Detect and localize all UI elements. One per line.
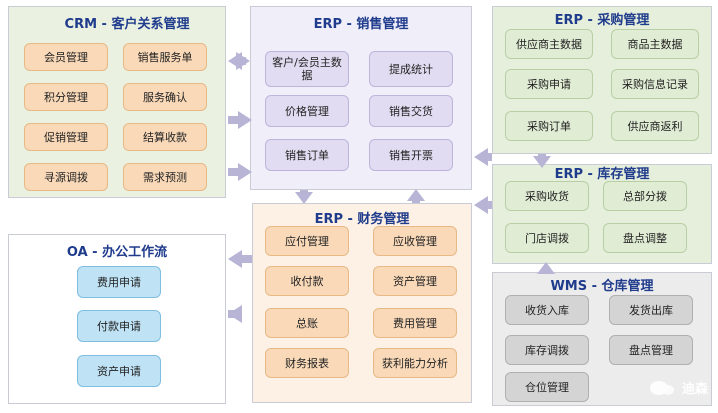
finance-item-profitability[interactable]: 获利能力分析 [373,348,457,378]
wms-item-bin[interactable]: 仓位管理 [505,372,589,402]
watermark-text: 迪森 [681,382,708,397]
oa-item-expense-request[interactable]: 费用申请 [77,266,161,298]
finance-title: ERP - 财务管理 [314,212,410,227]
purchase-item-order[interactable]: 采购订单 [505,111,593,141]
inventory-item-store-transfer[interactable]: 门店调拨 [505,223,589,253]
inventory-panel: ERP - 库存管理 采购收货 总部分拨 门店调拨 盘点调整 [492,164,712,264]
sales-item-order[interactable]: 销售订单 [265,139,349,171]
sales-item-commission[interactable]: 提成统计 [369,51,453,87]
arrow-wms-inventory-head [537,262,555,274]
oa-panel: OA - 办公工作流 费用申请 付款申请 资产申请 [8,234,226,404]
purchase-item-request[interactable]: 采购申请 [505,69,593,99]
finance-item-assets[interactable]: 资产管理 [373,266,457,296]
sales-title: ERP - 销售管理 [313,17,409,32]
finance-item-payable[interactable]: 应付管理 [265,226,349,256]
arrow-inventory-finance-shaft [486,201,492,209]
inventory-item-purchase-receipt[interactable]: 采购收货 [505,181,589,211]
watermark: 迪森 [649,378,708,397]
crm-item-member[interactable]: 会员管理 [24,43,108,71]
arrow-inventory-finance-head [474,196,488,214]
purchase-panel: ERP - 采购管理 供应商主数据 商品主数据 采购申请 采购信息记录 采购订单… [492,6,712,154]
arrow-purchase-sales-head [474,148,488,166]
sales-item-price[interactable]: 价格管理 [265,95,349,127]
wms-item-inbound[interactable]: 收货入库 [505,295,589,325]
oa-item-asset-request[interactable]: 资产申请 [77,355,161,387]
purchase-item-supplier-master[interactable]: 供应商主数据 [505,29,593,59]
arrow-crm-sales-right-head [236,52,250,70]
arrow-finance-sales-shaft [412,199,420,203]
finance-item-reports[interactable]: 财务报表 [265,348,349,378]
arrow-crm-sales-mid-head [238,111,252,129]
sales-item-invoice[interactable]: 销售开票 [369,139,453,171]
finance-item-expenses[interactable]: 费用管理 [373,308,457,338]
crm-item-sales-service[interactable]: 销售服务单 [123,43,207,71]
wms-item-stocktake[interactable]: 盘点管理 [609,335,693,365]
inventory-item-stock-adjust[interactable]: 盘点调整 [603,223,687,253]
crm-item-sourcing[interactable]: 寻源调拨 [24,163,108,191]
arrow-oa-finance-lower-head [228,305,242,323]
finance-item-payments[interactable]: 收付款 [265,266,349,296]
oa-title: OA - 办公工作流 [66,245,168,260]
arrow-purchase-sales-shaft [486,153,492,161]
crm-title: CRM - 客户关系管理 [64,17,190,32]
arrow-finance-sales-head [407,189,425,201]
sales-item-customer-master[interactable]: 客户/会员主数据 [265,51,349,87]
wechat-icon [649,380,674,395]
wms-item-outbound[interactable]: 发货出库 [609,295,693,325]
crm-item-forecast[interactable]: 需求预测 [123,163,207,191]
arrow-purchase-inventory-head [533,156,551,168]
finance-panel: ERP - 财务管理 应付管理 应收管理 收付款 资产管理 总账 费用管理 财务… [252,203,472,403]
purchase-item-rebate[interactable]: 供应商返利 [611,111,699,141]
purchase-item-goods-master[interactable]: 商品主数据 [611,29,699,59]
wms-item-stock-transfer[interactable]: 库存调拨 [505,335,589,365]
crm-item-settlement[interactable]: 结算收款 [123,123,207,151]
arrow-crm-sales-bot-head [238,163,252,181]
wms-title: WMS - 仓库管理 [550,279,654,294]
crm-item-service-confirm[interactable]: 服务确认 [123,83,207,111]
arrow-sales-finance-head [295,192,313,204]
wms-panel: WMS - 仓库管理 收货入库 发货出库 库存调拨 盘点管理 仓位管理 [492,272,712,406]
arrow-finance-oa-upper-shaft [240,255,252,263]
sales-panel: ERP - 销售管理 客户/会员主数据 提成统计 价格管理 销售交货 销售订单 … [250,6,472,190]
purchase-item-info-record[interactable]: 采购信息记录 [611,69,699,99]
inventory-title: ERP - 库存管理 [554,167,650,182]
finance-item-general-ledger[interactable]: 总账 [265,308,349,338]
crm-item-points[interactable]: 积分管理 [24,83,108,111]
oa-item-payment-request[interactable]: 付款申请 [77,310,161,342]
arrow-finance-oa-upper-head [228,250,242,268]
crm-panel: CRM - 客户关系管理 会员管理 销售服务单 积分管理 服务确认 促销管理 结… [8,6,226,198]
arrow-crm-sales-bot-shaft [228,168,240,176]
crm-item-promotion[interactable]: 促销管理 [24,123,108,151]
inventory-item-hq-allocation[interactable]: 总部分拨 [603,181,687,211]
finance-item-receivable[interactable]: 应收管理 [373,226,457,256]
arrow-crm-sales-mid-shaft [228,116,240,124]
purchase-title: ERP - 采购管理 [554,13,650,28]
sales-item-delivery[interactable]: 销售交货 [369,95,453,127]
